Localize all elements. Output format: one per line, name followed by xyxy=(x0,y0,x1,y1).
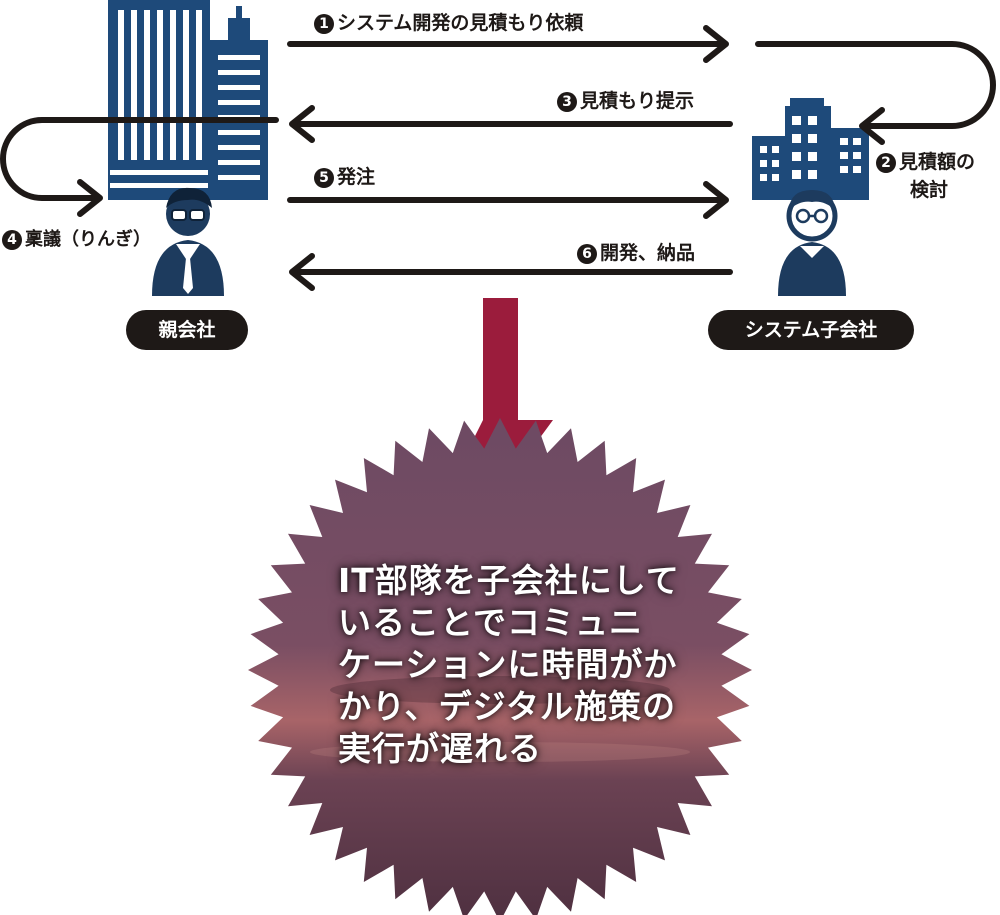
arrow-step-5 xyxy=(287,181,729,219)
loop-arrow-step-4 xyxy=(0,117,279,217)
step-5-number: 5 xyxy=(314,168,334,188)
step-2-number: 2 xyxy=(876,153,896,173)
step-3-number: 3 xyxy=(557,92,577,112)
step-6-text: 開発、納品 xyxy=(600,242,696,264)
step-5-text: 発注 xyxy=(337,166,376,188)
step-4-text: 稟議（りんぎ） xyxy=(25,229,151,250)
conclusion-message: IT部隊を子会社にして いることでコミュニ ケーションに時間がか かり、デジタル… xyxy=(338,560,688,770)
step-4-number: 4 xyxy=(2,230,22,250)
conclusion-line: かり、デジタル施策の xyxy=(338,687,677,726)
engineer-icon xyxy=(778,190,846,296)
conclusion-line: ケーションに時間がか xyxy=(338,645,678,684)
water-texture xyxy=(310,676,690,762)
parent-building-icon xyxy=(108,0,268,200)
parent-company-label: 親会社 xyxy=(126,310,248,350)
step-3-text: 見積もり提示 xyxy=(580,90,695,112)
businessman-icon xyxy=(152,187,224,296)
step-2-text: 見積額の xyxy=(899,151,976,173)
arrow-step-1 xyxy=(287,25,729,63)
loop-arrow-step-2 xyxy=(755,41,996,145)
step-1-number: 1 xyxy=(314,14,334,34)
starburst-badge xyxy=(248,418,752,915)
subsidiary-company-label: システム子会社 xyxy=(708,310,914,350)
conclusion-line: IT部隊を子会社にして xyxy=(338,561,680,600)
step-2-text-2: 検討 xyxy=(910,179,949,201)
conclusion-line: いることでコミュニ xyxy=(338,603,644,642)
step-1-text: システム開発の見積もり依頼 xyxy=(337,12,584,34)
arrow-step-6 xyxy=(289,253,733,291)
step-6-number: 6 xyxy=(577,244,597,264)
arrow-step-3 xyxy=(289,105,733,143)
subsidiary-building-icon xyxy=(752,98,869,200)
conclusion-line: 実行が遅れる xyxy=(338,729,542,768)
step-2-label-line2: 検討 xyxy=(910,178,948,202)
